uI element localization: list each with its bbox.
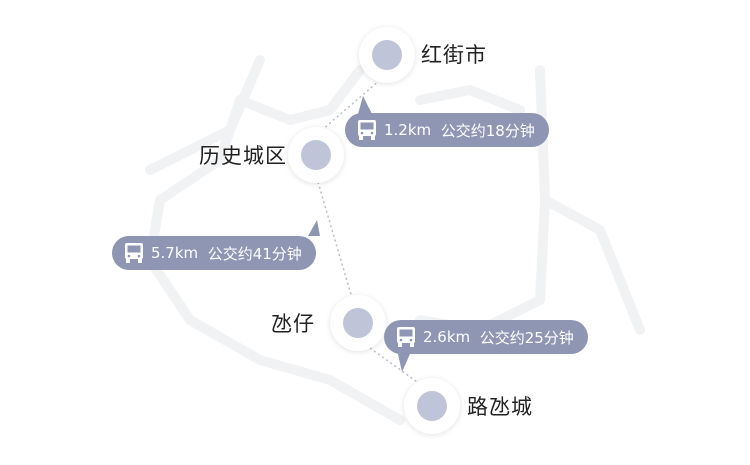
bubble-tail	[308, 220, 320, 236]
segment-bubble: 2.6km 公交约25分钟	[384, 320, 588, 354]
bus-icon	[397, 327, 415, 347]
segment-duration: 公交约41分钟	[207, 244, 302, 263]
segment-bubble: 1.2km 公交约18分钟	[345, 113, 549, 147]
segment-duration: 公交约25分钟	[479, 328, 574, 347]
segment-bubble: 5.7km 公交约41分钟	[112, 236, 316, 270]
bus-icon	[358, 120, 376, 140]
stop-node[interactable]	[359, 27, 415, 83]
stop-label: 红街市	[421, 43, 487, 67]
stop-node[interactable]	[330, 295, 386, 351]
stop-dot	[372, 40, 402, 70]
stop-node[interactable]	[288, 127, 344, 183]
stop-dot	[301, 140, 331, 170]
bubble-tail	[398, 354, 410, 372]
bus-icon	[125, 243, 143, 263]
stop-dot	[417, 391, 447, 421]
stop-node[interactable]	[404, 378, 460, 434]
segment-distance: 1.2km	[384, 121, 432, 139]
segment-distance: 5.7km	[151, 244, 199, 262]
stop-label: 氹仔	[271, 312, 315, 336]
bubble-tail	[358, 96, 372, 114]
segment-duration: 公交约18分钟	[440, 121, 535, 140]
segment-distance: 2.6km	[423, 328, 471, 346]
stop-dot	[343, 308, 373, 338]
stop-label: 路氹城	[467, 395, 533, 419]
stop-label: 历史城区	[199, 144, 287, 168]
